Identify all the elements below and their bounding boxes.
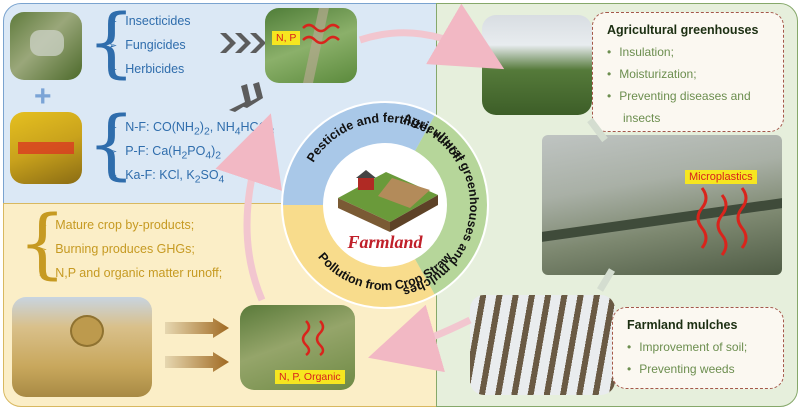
arrow-straw-to-runoff	[215, 113, 282, 302]
straw-item: ➢Burning produces GHGs;	[38, 242, 195, 256]
greenhouses-title: Agricultural greenhouses	[607, 23, 759, 37]
pesticide-bottles-photo	[10, 12, 82, 80]
pesticide-list: ➢Insecticides ➢Fungicides ➢Herbicides	[108, 9, 191, 81]
plastic-mulch-field-photo	[470, 295, 615, 395]
mulch-item: •Preventing weeds	[627, 362, 735, 376]
chevron-right-icon	[220, 33, 266, 53]
mulch-item: •Improvement of soil;	[627, 340, 748, 354]
arrow-mulch-to-aerial	[596, 268, 616, 292]
fertilizer-item: ➢P-F: Ca(H2PO4)2	[108, 144, 222, 162]
plus-sign: +	[34, 80, 52, 113]
greenhouse-item: •Preventing diseases and	[607, 89, 751, 103]
fertilizer-brace: {	[87, 99, 136, 188]
greenhouses-box: Agricultural greenhouses •Insulation; •M…	[592, 12, 784, 132]
pesticide-brace: {	[87, 0, 136, 86]
greenhouses-list: •Insulation; •Moisturization; •Preventin…	[593, 41, 783, 129]
pesticide-item: ➢Herbicides	[108, 62, 185, 76]
straw-item: ➢N,P and organic matter runoff;	[38, 266, 223, 280]
straw-brace: {	[18, 198, 67, 287]
pesticide-item: ➢Insecticides	[108, 14, 191, 28]
aerial-greenhouses-photo	[542, 135, 782, 275]
arrow-mulch-to-straw	[368, 304, 472, 373]
microplastics-wave-icon	[696, 187, 748, 256]
straw-bale-field-photo	[12, 297, 152, 397]
farmland-model-icon	[338, 170, 438, 232]
straw-runoff-wave-icon	[301, 320, 325, 357]
center-circle: Farmland Pesticide and fertilizer runoff…	[281, 101, 489, 309]
arrow-to-greenhouse	[358, 3, 505, 70]
center-farmland-label: Farmland	[346, 232, 423, 252]
mulches-list: •Improvement of soil; •Preventing weeds	[613, 336, 783, 380]
straw-item: ➢Mature crop by-products;	[38, 218, 195, 232]
runoff-wave-icon	[302, 23, 340, 45]
mulches-title: Farmland mulches	[627, 318, 738, 332]
np-runoff-label: N, P	[272, 31, 301, 45]
arrow-greenhouse-to-aerial	[587, 117, 608, 143]
straw-runoff-label: N, P, Organic	[275, 370, 345, 384]
mulches-box: Farmland mulches •Improvement of soil; •…	[612, 307, 784, 389]
straw-list: ➢Mature crop by-products; ➢Burning produ…	[38, 213, 222, 285]
chevron-up-right-icon	[229, 82, 263, 112]
greenhouse-item: •Moisturization;	[607, 67, 697, 81]
greenhouse-item: insects	[623, 111, 661, 125]
fertilizer-bags-photo	[10, 112, 82, 184]
right-arrow-icon	[165, 318, 229, 372]
field-runoff-photo	[265, 8, 357, 83]
pesticide-item: ➢Fungicides	[108, 38, 186, 52]
greenhouse-item: •Insulation;	[607, 45, 674, 59]
microplastics-label: Microplastics	[685, 170, 757, 184]
